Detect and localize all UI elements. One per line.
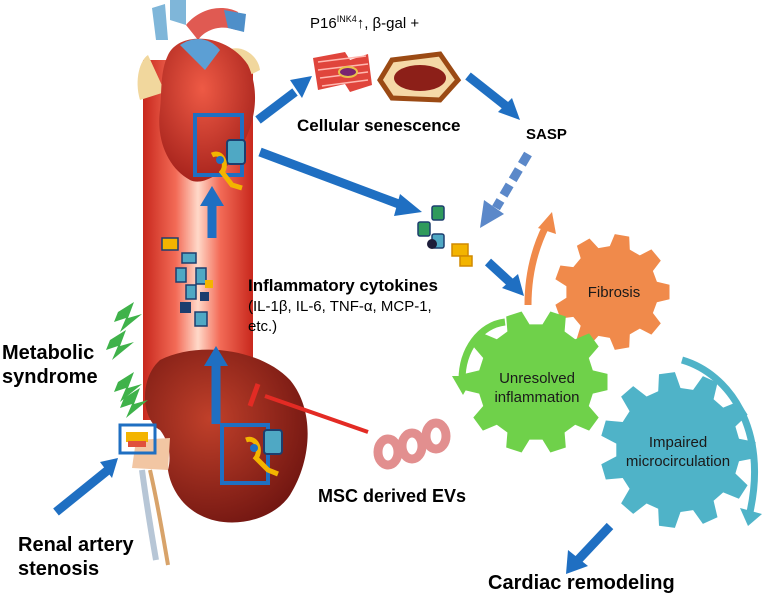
gear-label-impaired-line2: microcirculation <box>625 453 731 470</box>
p16-label: P16INK4↑, β-gal + <box>310 14 419 32</box>
gear-inflammation <box>464 311 608 453</box>
renal-artery-stenosis-line1: Renal artery <box>18 534 134 556</box>
gear-label-fibrosis: Fibrosis <box>587 284 641 301</box>
gear-microcirculation <box>601 372 756 528</box>
microcirculation-curved-arrow <box>680 356 758 513</box>
gear-inf-body <box>464 311 608 453</box>
msc-extracellular-vesicles <box>373 418 451 470</box>
cytokines-list-line2: etc.) <box>248 318 278 335</box>
msc-evs-label: MSC derived EVs <box>318 486 467 506</box>
blue-arrows <box>53 72 614 574</box>
inflammatory-cytokines-label: Inflammatory cytokines <box>248 276 438 295</box>
lightning-bolt-icons <box>106 302 148 418</box>
released-cytokines <box>417 205 473 267</box>
p16-rest: ↑, β-gal + <box>356 15 420 32</box>
kidney-cell-box <box>220 423 283 485</box>
p16-superscript: INK4 <box>336 14 357 24</box>
vessel-cytokine-cluster <box>161 237 213 327</box>
fibrosis-curved-arrow-head <box>538 212 556 234</box>
fibrosis-curved-arrow <box>524 224 550 306</box>
renal-artery-stenosis-line2: stenosis <box>18 558 100 580</box>
gear-fibrosis <box>555 234 670 350</box>
inflammation-curved-arrow <box>458 318 506 381</box>
microcirculation-curved-arrow-head <box>740 508 762 526</box>
inflammation-curved-arrow-head <box>452 376 474 395</box>
metabolic-syndrome-line1: Metabolic <box>2 342 95 364</box>
cellular-senescence-label: Cellular senescence <box>297 116 461 135</box>
heart-cell-box <box>193 113 246 191</box>
senescent-cell-oval <box>377 51 462 103</box>
sasp-label: SASP <box>526 126 567 143</box>
gear-fib-body <box>555 234 670 350</box>
gear-label-unresolved-line1: Unresolved <box>499 370 575 387</box>
inhibition-arrow <box>247 383 369 434</box>
senescent-cardiomyocyte <box>313 52 372 92</box>
cardiac-remodeling-label: Cardiac remodeling <box>488 572 675 594</box>
metabolic-syndrome-line2: syndrome <box>2 366 98 388</box>
sasp-dashed-arrow <box>492 151 532 211</box>
cytokines-list-line1: (IL-1β, IL-6, TNF-α, MCP-1, <box>248 298 432 315</box>
gear-mic-body <box>601 372 756 528</box>
renal-artery-box <box>118 423 157 455</box>
sasp-dashed-arrow-head <box>480 200 504 228</box>
gear-label-unresolved-line2: inflammation <box>494 389 580 406</box>
gear-label-impaired-line1: Impaired <box>648 434 708 451</box>
p16-main: P16 <box>310 15 337 32</box>
